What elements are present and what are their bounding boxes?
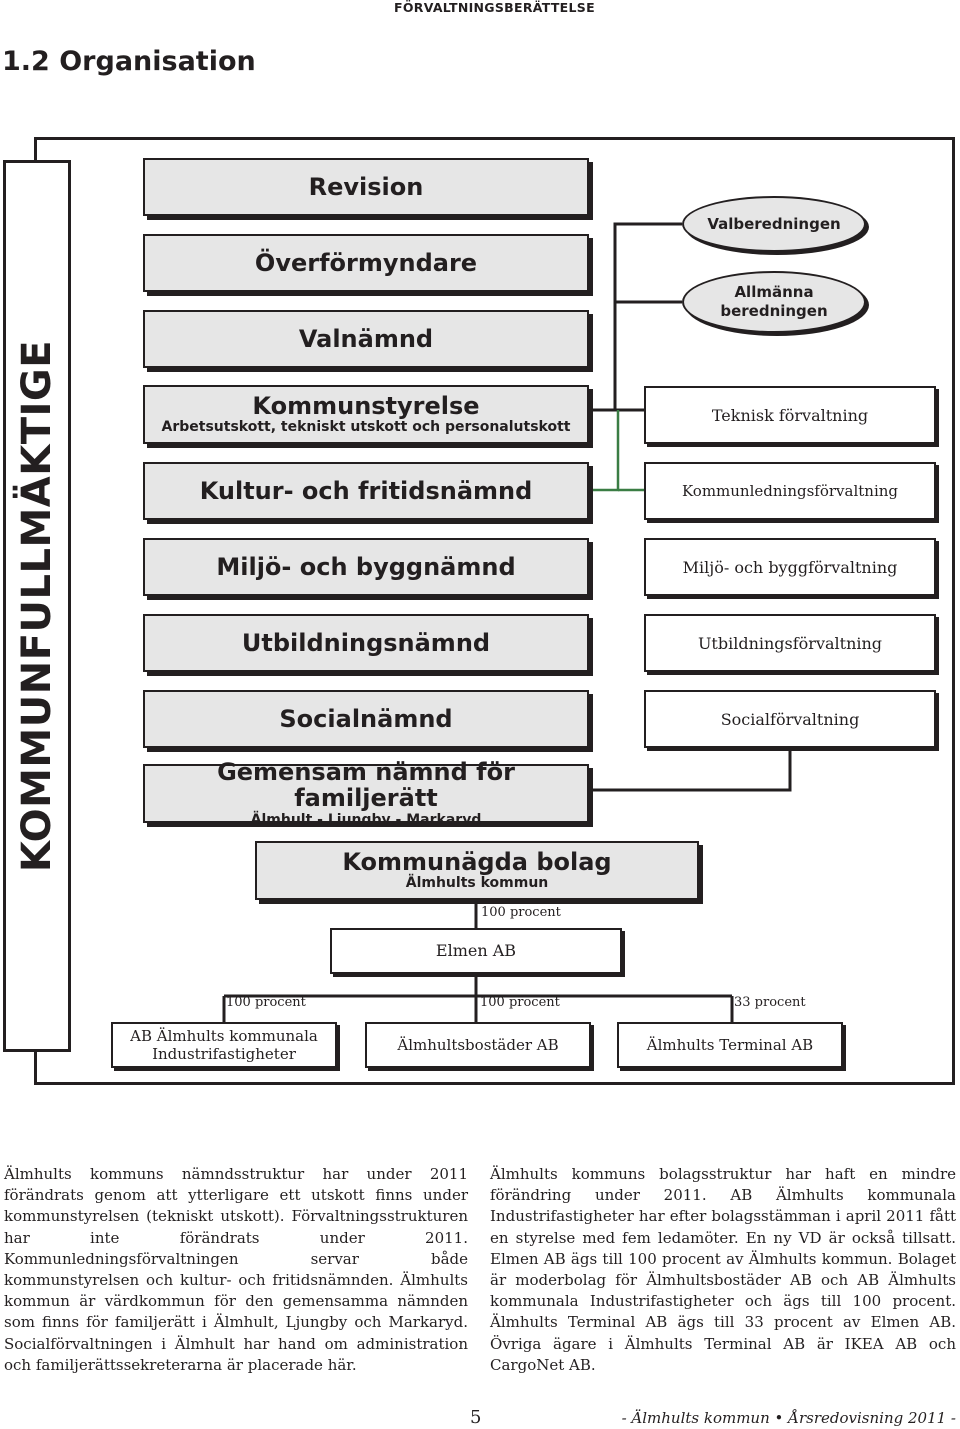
board-name: Socialnämnd: [279, 704, 453, 733]
company-elmen: Elmen AB: [330, 928, 622, 974]
share-label: 100 procent: [226, 995, 306, 1010]
admin-kommunledning: Kommunledningsförvaltning: [644, 462, 936, 520]
board-familjeratt: Gemensam nämnd för familjerätt Älmhult -…: [143, 759, 589, 828]
board-subtitle: Arbetsutskott, tekniskt utskott och pers…: [161, 419, 571, 436]
companies-title: Kommunägda bolag: [342, 847, 612, 876]
company-label: Elmen AB: [435, 941, 517, 961]
elmen-share-label: 100 procent: [481, 905, 561, 920]
connector-lines: [222, 222, 792, 1022]
section-header: FÖRVALTNINGSBERÄTTELSE: [394, 0, 595, 15]
board-name: Kultur- och fritidsnämnd: [199, 476, 533, 505]
companies-subtitle: Älmhults kommun: [405, 875, 549, 892]
body-text-left: Älmhults kommuns nämndsstruktur har unde…: [4, 1165, 468, 1374]
board-social: Socialnämnd: [143, 690, 589, 748]
publication-footer: - Älmhults kommun • Årsredovisning 2011 …: [621, 1409, 956, 1427]
board-name: Utbildningsnämnd: [241, 628, 491, 657]
admin-social: Socialförvaltning: [644, 690, 936, 748]
company-label: AB Älmhults kommunala Industrifastighete…: [130, 1027, 318, 1063]
board-name: Valnämnd: [298, 324, 434, 353]
admin-label: Teknisk förvaltning: [711, 405, 869, 425]
board-name: Gemensam nämnd för familjerätt: [217, 757, 515, 813]
admin-miljo-bygg: Miljö- och byggförvaltning: [644, 538, 936, 596]
admin-label: Socialförvaltning: [720, 709, 860, 729]
council-box: KOMMUNFULLMÄKTIGE: [3, 160, 71, 1052]
company-industrifastigheter: AB Älmhults kommunala Industrifastighete…: [111, 1022, 337, 1068]
page-number: 5: [470, 1407, 482, 1428]
board-kommunstyrelse: Kommunstyrelse Arbetsutskott, tekniskt u…: [143, 385, 589, 444]
committee-label: Valberedningen: [707, 214, 841, 233]
admin-utbildning: Utbildningsförvaltning: [644, 614, 936, 672]
admin-teknisk: Teknisk förvaltning: [644, 386, 936, 444]
committee-valberedningen: Valberedningen: [682, 196, 866, 252]
board-valnamnd: Valnämnd: [143, 310, 589, 368]
board-subtitle: Älmhult - Ljungby - Markaryd: [250, 811, 482, 828]
board-overformyndare: Överförmyndare: [143, 234, 589, 292]
admin-label: Utbildningsförvaltning: [697, 633, 883, 653]
company-almhultsbostader: Älmhultsbostäder AB: [365, 1022, 591, 1068]
committee-allmanna: Allmänna beredningen: [682, 271, 866, 333]
committee-label: Allmänna beredningen: [720, 283, 828, 320]
body-text-right: Älmhults kommuns bolagsstruktur har haft…: [490, 1165, 956, 1374]
admin-label: Kommunledningsförvaltning: [681, 482, 898, 500]
board-name: Kommunstyrelse: [252, 391, 480, 420]
page-title: 1.2 Organisation: [2, 46, 256, 77]
board-miljo-bygg: Miljö- och byggnämnd: [143, 538, 589, 596]
company-label: Älmhultsbostäder AB: [397, 1036, 559, 1054]
companies-parent: Kommunägda bolag Älmhults kommun: [255, 841, 699, 900]
board-kultur-fritid: Kultur- och fritidsnämnd: [143, 462, 589, 520]
company-terminal: Älmhults Terminal AB: [617, 1022, 843, 1068]
share-label: 33 procent: [734, 995, 806, 1010]
board-name: Revision: [308, 172, 424, 201]
board-utbildning: Utbildningsnämnd: [143, 614, 589, 672]
board-name: Överförmyndare: [254, 248, 478, 277]
council-label: KOMMUNFULLMÄKTIGE: [14, 339, 60, 873]
board-revision: Revision: [143, 158, 589, 216]
company-label: Älmhults Terminal AB: [646, 1036, 814, 1054]
admin-label: Miljö- och byggförvaltning: [682, 557, 898, 577]
board-name: Miljö- och byggnämnd: [216, 552, 516, 581]
share-label: 100 procent: [480, 995, 560, 1010]
